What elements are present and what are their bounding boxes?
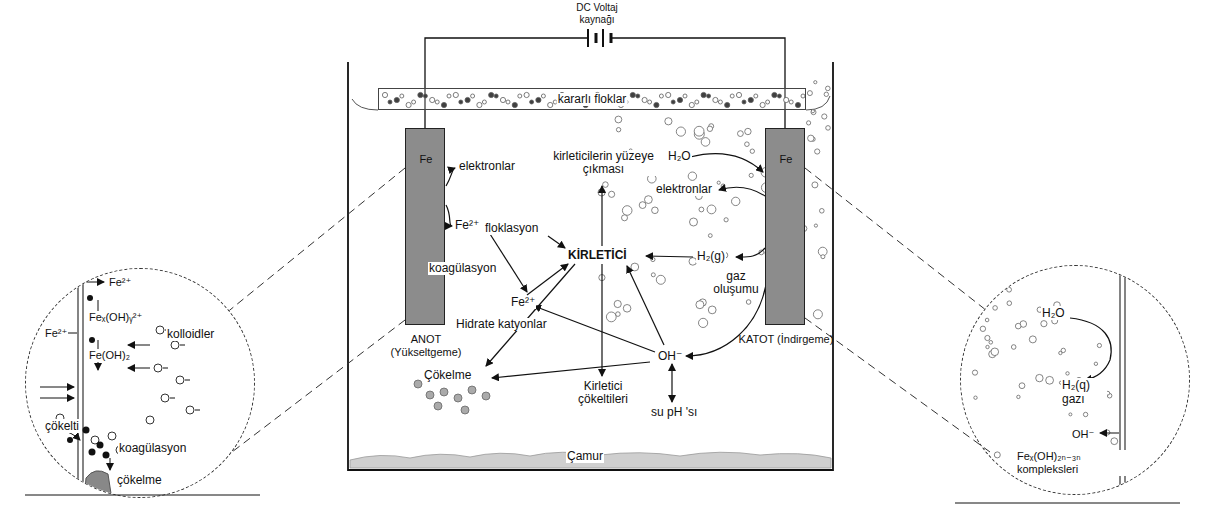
pollutant-label: KİRLETİCİ <box>567 249 628 262</box>
species-label: su pH 'sı <box>650 406 698 419</box>
species-label: OH⁻ <box>657 350 683 363</box>
process-label: Çökelme <box>423 369 472 382</box>
process-label: gaz oluşumu <box>712 270 760 296</box>
reaction-arrows <box>446 154 768 402</box>
process-label: kirleticilerin yüzeye çıkması <box>545 150 662 176</box>
anode-zoom-circle: Fe²⁺ Fe²⁺ Feₓ(OH)ᵧ²⁺ Fe(OH)₂ kolloidler çökel… <box>25 268 255 498</box>
node-text: KATOT (İndirgeme) <box>738 333 834 346</box>
process-label: floklasyon <box>484 222 539 235</box>
node-text: Fe²⁺ <box>44 327 68 340</box>
process-label: elektronlar <box>655 183 713 196</box>
node-label: Fe <box>406 153 446 166</box>
gas-bubbles <box>598 81 830 328</box>
node-text: koagülasyon <box>118 441 187 455</box>
node-text: OH⁻ <box>1071 428 1095 441</box>
node-label: H₂O <box>1041 306 1066 320</box>
inset-baseline <box>955 503 1180 504</box>
species-label: H₂(g) <box>696 250 726 263</box>
anode-inset-drawing <box>40 260 200 500</box>
dc-source <box>425 29 785 128</box>
species-label: H₂O <box>667 150 692 163</box>
sludge-label: Çamur <box>566 450 604 463</box>
zoom-line <box>232 320 405 452</box>
node-label: kararlı floklar <box>557 93 628 106</box>
node-label: Fe <box>766 153 806 166</box>
tank <box>348 62 833 470</box>
process-label: koagülasyon <box>428 262 497 275</box>
ion-label: Fe²⁺ <box>454 219 480 232</box>
process-label: Kirletici çökeltileri <box>566 380 640 406</box>
anode-electrode: FeANOT (Yükseltgeme) <box>405 128 445 325</box>
inset-baseline <box>25 495 260 496</box>
node-text: Feₓ(OH)ᵧ²⁺ <box>88 311 143 324</box>
process-label: elektronlar <box>458 160 516 173</box>
node-text: ANOT (Yükseltgeme) <box>378 333 474 359</box>
zoom-connector <box>229 168 405 311</box>
node-text: çökelti <box>44 419 80 433</box>
source-label: DC Voltaj kaynağı <box>560 2 634 26</box>
node-text: H₂(q) gazı <box>1061 378 1107 406</box>
zoom-connector <box>805 168 985 309</box>
node-text: çökelme <box>116 473 163 487</box>
precipitate-particles <box>414 380 490 414</box>
cathode-electrode: FeKATOT (İndirgeme) <box>765 128 805 325</box>
species-label: Hidrate katyonlar <box>455 318 548 331</box>
cathode-zoom-circle: H₂O H₂(q) gazıOH⁻ Feₓ(OH)₂ₙ₋₃ₙ kompleksler… <box>960 265 1190 495</box>
node-text: Feₓ(OH)₂ₙ₋₃ₙ kompleksleri <box>1016 450 1128 476</box>
node-label: Fe²⁺ <box>108 276 132 289</box>
node-text: kolloidler <box>166 327 215 341</box>
floc-band: kararlı floklar <box>378 88 806 110</box>
node-text: Fe(OH)₂ <box>88 349 131 362</box>
ion-label: Fe²⁺ <box>510 296 536 309</box>
